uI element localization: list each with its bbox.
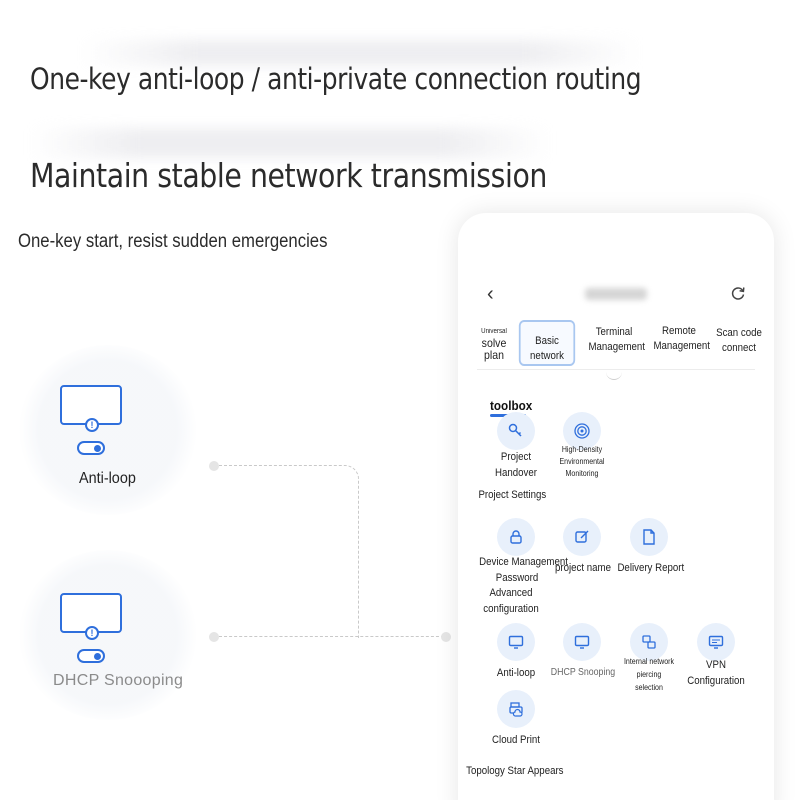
label-line: Monitoring: [565, 469, 599, 478]
expand-chevron-icon[interactable]: [606, 372, 622, 380]
label-line: Environmental: [559, 457, 605, 466]
vpn-configuration-label[interactable]: VPN Configuration: [686, 657, 746, 689]
tab-terminal-management[interactable]: Terminal Management: [588, 325, 645, 355]
label-line: selection: [635, 683, 663, 692]
advanced-configuration-heading: Advanced configuration: [480, 585, 542, 617]
tab-line: Scan code: [716, 327, 762, 339]
connector-line: [219, 465, 359, 638]
anti-loop-toggle[interactable]: [77, 441, 105, 455]
key-icon[interactable]: [497, 412, 535, 450]
chevron-left-icon[interactable]: ‹: [487, 283, 494, 305]
feature-dhcp-bubble: [18, 550, 198, 720]
delivery-report-label[interactable]: Delivery Report: [617, 562, 685, 574]
tabs-divider: [477, 369, 755, 370]
tab-universal-solve-plan[interactable]: Universal solve plan: [479, 327, 509, 361]
connector-dot: [441, 632, 451, 642]
connector-dot: [209, 461, 219, 471]
tab-line: Terminal: [595, 326, 633, 338]
monitor-alert-icon: !: [60, 593, 122, 640]
label-line: High-Density: [561, 445, 603, 454]
tab-line: Remote: [662, 325, 696, 337]
network-select-icon[interactable]: [630, 623, 668, 661]
label-line: Handover: [495, 467, 537, 479]
alert-icon: !: [85, 418, 99, 432]
document-icon[interactable]: [630, 518, 668, 556]
lock-icon[interactable]: [497, 518, 535, 556]
label-line: Password: [495, 572, 539, 584]
dhcp-snooping-tool-label[interactable]: DHCP Snooping: [550, 667, 616, 678]
tab-remote-management[interactable]: Remote Management: [653, 324, 710, 354]
cloud-print-label[interactable]: Cloud Print: [492, 734, 540, 746]
dhcp-snooping-toggle[interactable]: [77, 649, 105, 663]
monitor-icon[interactable]: [563, 623, 601, 661]
dhcp-snooping-label: DHCP Snoooping: [53, 672, 184, 689]
project-name-label[interactable]: project name: [555, 562, 611, 574]
tab-line: Management: [588, 341, 645, 353]
edit-icon[interactable]: [563, 518, 601, 556]
high-density-monitoring-label[interactable]: High-Density Environmental Monitoring: [556, 444, 609, 480]
tab-label: Basic network: [530, 335, 564, 362]
tab-line: solve: [481, 336, 507, 350]
monitor-alert-icon: !: [60, 385, 122, 432]
device-management-password-label[interactable]: Device Management Password: [479, 554, 568, 586]
blurred-background-text: [30, 128, 550, 158]
label-line: VPN: [706, 659, 726, 671]
anti-loop-label: Anti-loop: [79, 470, 136, 487]
project-handover-label[interactable]: Project Handover: [488, 449, 544, 481]
feature-anti-loop-bubble: [18, 345, 198, 515]
alert-icon: !: [85, 626, 99, 640]
tab-line: connect: [722, 342, 756, 354]
headline-stable-transmission: Maintain stable network transmission: [30, 156, 547, 195]
vpn-icon[interactable]: [697, 623, 735, 661]
blurred-nav-title: [585, 288, 647, 300]
blurred-background-text: [80, 40, 640, 66]
connector-dot: [209, 632, 219, 642]
project-settings-heading: Project Settings: [478, 489, 547, 501]
tab-scan-code-connect[interactable]: Scan code connect: [716, 326, 762, 356]
cloud-print-icon[interactable]: [497, 690, 535, 728]
tab-line: Management: [653, 340, 710, 352]
radar-icon[interactable]: [563, 412, 601, 450]
subheadline-one-key-start: One-key start, resist sudden emergencies: [18, 231, 328, 252]
label-line: piercing: [636, 670, 662, 679]
label-line: Advanced: [489, 587, 533, 599]
label-line: configuration: [483, 603, 539, 615]
tab-basic-network[interactable]: Basic network: [518, 320, 576, 366]
monitor-icon[interactable]: [497, 623, 535, 661]
connector-line: [219, 636, 444, 637]
headline-anti-loop: One-key anti-loop / anti-private connect…: [30, 62, 642, 96]
refresh-icon[interactable]: [730, 285, 746, 301]
tab-line: Universal: [481, 328, 507, 335]
anti-loop-tool-label[interactable]: Anti-loop: [496, 667, 536, 679]
topology-star-heading: Topology Star Appears: [466, 765, 564, 777]
label-line: Internal network: [623, 657, 675, 666]
label-line: Device Management: [479, 556, 568, 568]
label-line: Project: [500, 451, 532, 463]
toolbox-title: toolbox: [490, 398, 533, 413]
internal-network-piercing-label[interactable]: Internal network piercing selection: [619, 655, 679, 694]
tab-line: plan: [484, 348, 504, 362]
label-line: Configuration: [687, 675, 745, 687]
